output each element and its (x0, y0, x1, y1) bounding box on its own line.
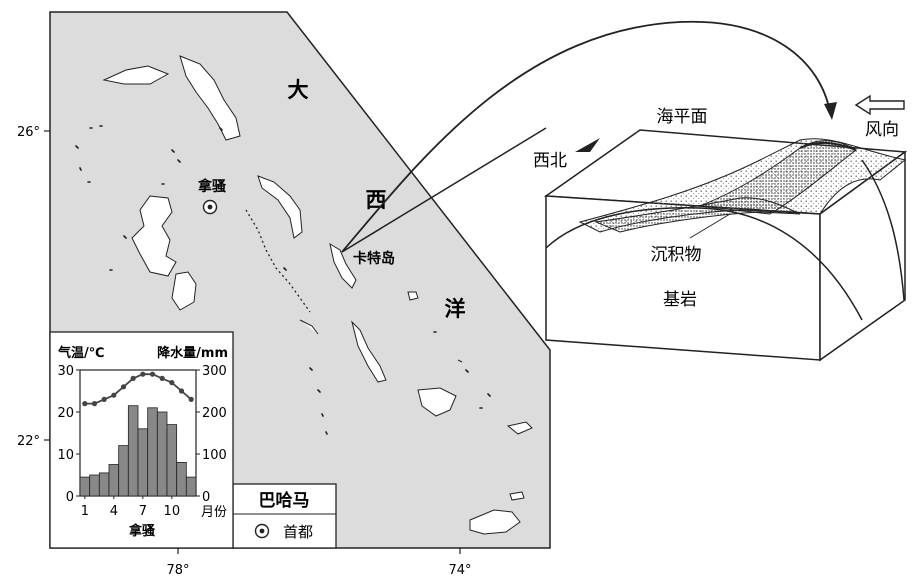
abaco-island (179, 55, 241, 141)
temperature-point (82, 401, 88, 407)
precip-bar (79, 476, 91, 497)
wind-arrow-icon (854, 94, 905, 116)
precip-bar (166, 424, 178, 497)
chart-x-tick-label: 10 (164, 504, 181, 519)
temperature-point (91, 401, 98, 407)
connector-curve-arrow (341, 20, 831, 253)
precip-bar (98, 472, 110, 497)
temperature-point (111, 392, 117, 398)
block-diagram: 海平面 风向 西北 沉积物 基岩 (533, 94, 908, 362)
capital-label: 拿骚 (197, 178, 227, 195)
sediment-pointer (689, 213, 731, 239)
crooked-island (417, 387, 457, 417)
dune-crest-line (799, 142, 857, 151)
dune-ridge (699, 140, 857, 215)
chart-right-tick-label: 200 (202, 406, 227, 421)
precip-bar (185, 476, 197, 497)
legend-capital-label: 首都 (283, 523, 313, 541)
temperature-point (120, 384, 127, 390)
sediment-label: 沉积物 (651, 245, 702, 265)
chart-left-tick-label: 30 (57, 364, 74, 379)
temperature-point (140, 371, 146, 377)
sediment-cross-section (594, 197, 801, 233)
capital-symbol-icon (202, 199, 218, 215)
chart-right-tick-label: 300 (202, 364, 227, 379)
temperature-point (169, 380, 175, 386)
temperature-point (101, 396, 107, 402)
precip-bar (108, 464, 120, 497)
precip-bar (176, 461, 187, 497)
great-inagua-island (469, 509, 521, 535)
arrowhead-icon (824, 102, 837, 120)
sea-level-label: 海平面 (657, 107, 708, 127)
small-islands (299, 291, 533, 501)
ocean-label-yang: 洋 (445, 296, 466, 321)
precip-bar (137, 428, 149, 497)
chart-right-axis-label: 降水量/mm (157, 345, 228, 361)
chart-left-axis-label: 气温/℃ (58, 345, 105, 361)
lat-label-22: 22° (17, 434, 40, 449)
wind-direction-label: 风向 (865, 120, 899, 140)
northwest-arrow-icon (575, 138, 600, 152)
bedrock-label: 基岩 (663, 290, 697, 310)
chart-x-tick-label: 1 (81, 504, 89, 519)
bedrock-arch (545, 207, 863, 321)
chart-x-axis-label: 月份 (201, 505, 227, 520)
chart-right-tick-label: 0 (202, 490, 210, 505)
lat-label-26: 26° (17, 125, 40, 140)
long-island (351, 320, 387, 383)
ocean-label-xi: 西 (366, 187, 387, 212)
andros-south (171, 271, 197, 311)
northwest-label: 西北 (533, 151, 567, 171)
bedrock-arch-right (861, 159, 905, 301)
temperature-point (188, 396, 194, 402)
legend: 巴哈马 首都 (232, 483, 337, 549)
chart-left-tick-label: 0 (66, 490, 74, 505)
lon-label-74: 74° (448, 563, 471, 578)
temperature-point (149, 371, 156, 377)
andros-island (131, 195, 177, 277)
temperature-point (178, 388, 185, 394)
chart-station-label: 拿骚 (128, 523, 156, 539)
legend-country-name: 巴哈马 (259, 490, 310, 511)
lon-label-78: 78° (166, 563, 189, 578)
exuma-cays (245, 209, 311, 313)
chart-left-tick-label: 10 (57, 448, 74, 463)
temperature-point (159, 375, 165, 381)
connector-line (341, 127, 547, 253)
legend-capital-icon (254, 523, 270, 539)
ocean-label-da: 大 (288, 77, 309, 102)
precip-bar (118, 445, 129, 497)
chart-left-tick-label: 20 (57, 406, 74, 421)
cat-island (329, 242, 357, 289)
cat-island-label: 卡特岛 (353, 250, 395, 267)
eleuthera-island (257, 175, 303, 239)
chart-right-tick-label: 100 (202, 448, 227, 463)
precip-bar (147, 407, 158, 497)
reef-dots (75, 125, 491, 435)
temperature-point (130, 375, 136, 381)
chart-x-tick-label: 7 (139, 504, 147, 519)
grand-bahama-island (102, 65, 170, 85)
chart-x-tick-label: 4 (110, 504, 118, 519)
precip-bar (89, 474, 100, 497)
precip-bar (156, 411, 168, 497)
precip-bar (127, 405, 139, 497)
